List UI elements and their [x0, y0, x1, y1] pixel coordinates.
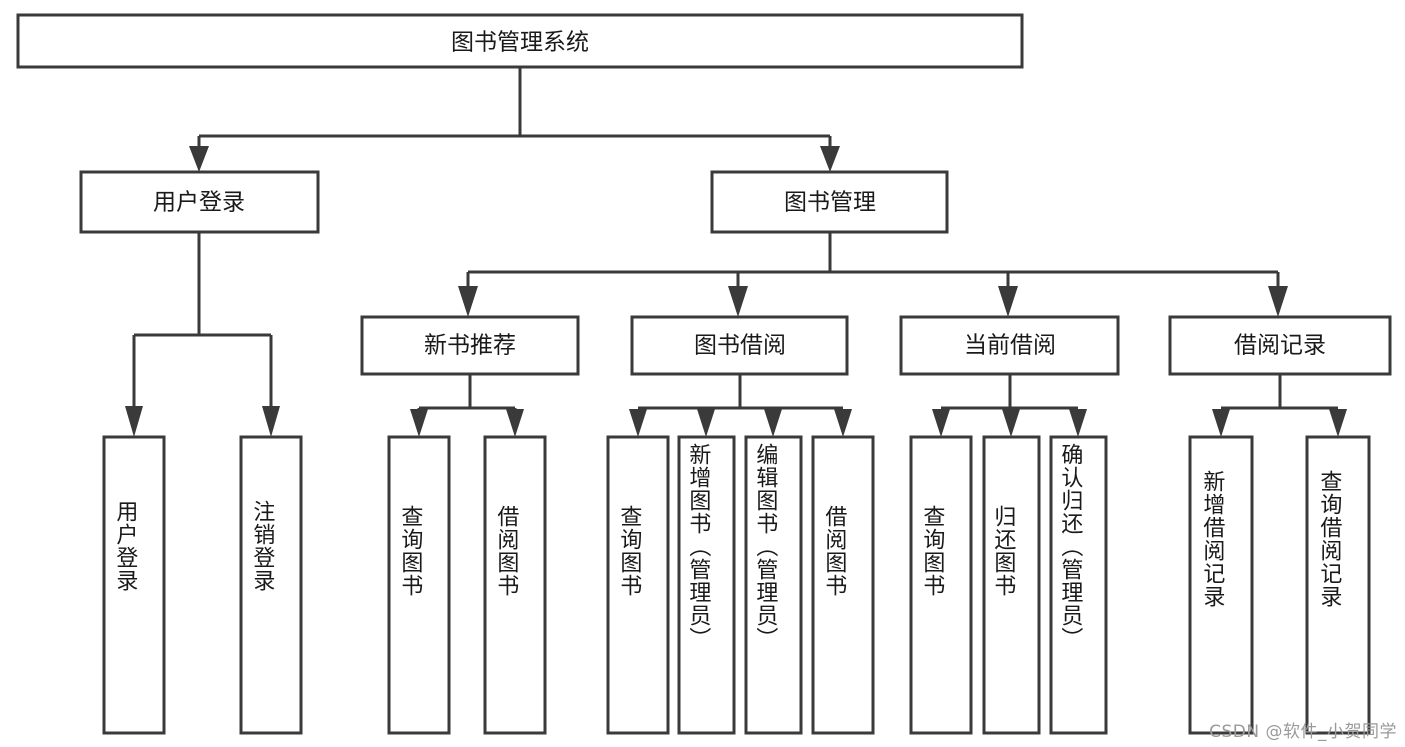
arrow-head-icon	[1268, 286, 1288, 317]
node-book-management[interactable]: 图书管理	[710, 170, 949, 234]
node-new-book-recommend-label: 新书推荐	[424, 333, 516, 359]
connector-current-borrow-to-leaves	[932, 374, 1087, 437]
arrow-head-icon	[1329, 409, 1347, 437]
arrow-head-icon	[1002, 409, 1020, 437]
node-borrow-record-label: 借阅记录	[1234, 333, 1326, 359]
arrow-head-icon	[764, 409, 782, 437]
arrow-head-icon	[262, 406, 280, 437]
node-user-login-label: 用户登录	[153, 190, 245, 216]
leaf-box-query-book-2[interactable]	[606, 435, 670, 735]
arrow-head-icon	[458, 286, 478, 317]
arrow-head-icon	[1069, 409, 1087, 437]
arrow-head-icon	[629, 409, 647, 437]
connector-root-to-level2	[189, 67, 840, 172]
arrow-head-icon	[410, 409, 428, 437]
leaf-box-borrow-book-2[interactable]	[811, 435, 875, 735]
arrow-head-icon	[728, 286, 748, 317]
connector-book-borrow-to-leaves	[629, 374, 852, 437]
arrow-head-icon	[697, 409, 715, 437]
node-current-borrow[interactable]: 当前借阅	[899, 315, 1120, 376]
arrow-head-icon	[834, 409, 852, 437]
leaf-box-query-book-3[interactable]	[909, 435, 973, 735]
leaf-box-edit-book-admin[interactable]	[744, 435, 803, 735]
node-borrow-record[interactable]: 借阅记录	[1168, 315, 1392, 376]
leaf-box-borrow-book-1[interactable]	[483, 435, 547, 735]
connector-new-book-recommend-to-leaves	[410, 374, 524, 437]
leaf-box-user-login[interactable]	[102, 435, 166, 735]
connector-book-management-to-level3	[458, 232, 1288, 317]
leaf-box-query-borrow-record[interactable]	[1305, 435, 1371, 735]
node-book-borrow-box[interactable]	[630, 315, 849, 376]
node-new-book-recommend-box[interactable]	[360, 315, 580, 376]
node-root-box[interactable]	[16, 13, 1024, 69]
leaf-boxes	[102, 435, 1371, 735]
node-new-book-recommend[interactable]: 新书推荐	[360, 315, 580, 376]
csdn-watermark: CSDN @软件_小贺同学	[1209, 722, 1397, 742]
leaf-box-query-book-1[interactable]	[387, 435, 451, 735]
arrow-head-icon	[506, 409, 524, 437]
leaf-box-logout[interactable]	[239, 435, 303, 735]
node-root[interactable]: 图书管理系统	[16, 13, 1024, 69]
node-book-borrow[interactable]: 图书借阅	[630, 315, 849, 376]
leaf-box-add-borrow-record[interactable]	[1188, 435, 1254, 735]
leaf-box-add-book-admin[interactable]	[677, 435, 736, 735]
arrow-head-icon	[932, 409, 950, 437]
arrow-head-icon	[998, 286, 1018, 317]
connector-user-login-to-leaves	[125, 232, 280, 437]
node-current-borrow-box[interactable]	[899, 315, 1120, 376]
node-borrow-record-box[interactable]	[1168, 315, 1392, 376]
arrow-head-icon	[125, 406, 143, 437]
node-book-management-label: 图书管理	[784, 190, 876, 216]
node-user-login[interactable]: 用户登录	[79, 170, 320, 234]
leaf-box-confirm-return-admin[interactable]	[1049, 435, 1108, 735]
node-book-borrow-label: 图书借阅	[694, 333, 786, 359]
node-current-borrow-label: 当前借阅	[964, 333, 1056, 359]
node-book-management-box[interactable]	[710, 170, 949, 234]
arrow-head-icon	[189, 146, 209, 172]
node-root-label: 图书管理系统	[451, 30, 589, 56]
arrow-head-icon	[1212, 409, 1230, 437]
connector-borrow-record-to-leaves	[1212, 374, 1347, 437]
leaf-box-return-book[interactable]	[982, 435, 1041, 735]
arrow-head-icon	[820, 146, 840, 172]
